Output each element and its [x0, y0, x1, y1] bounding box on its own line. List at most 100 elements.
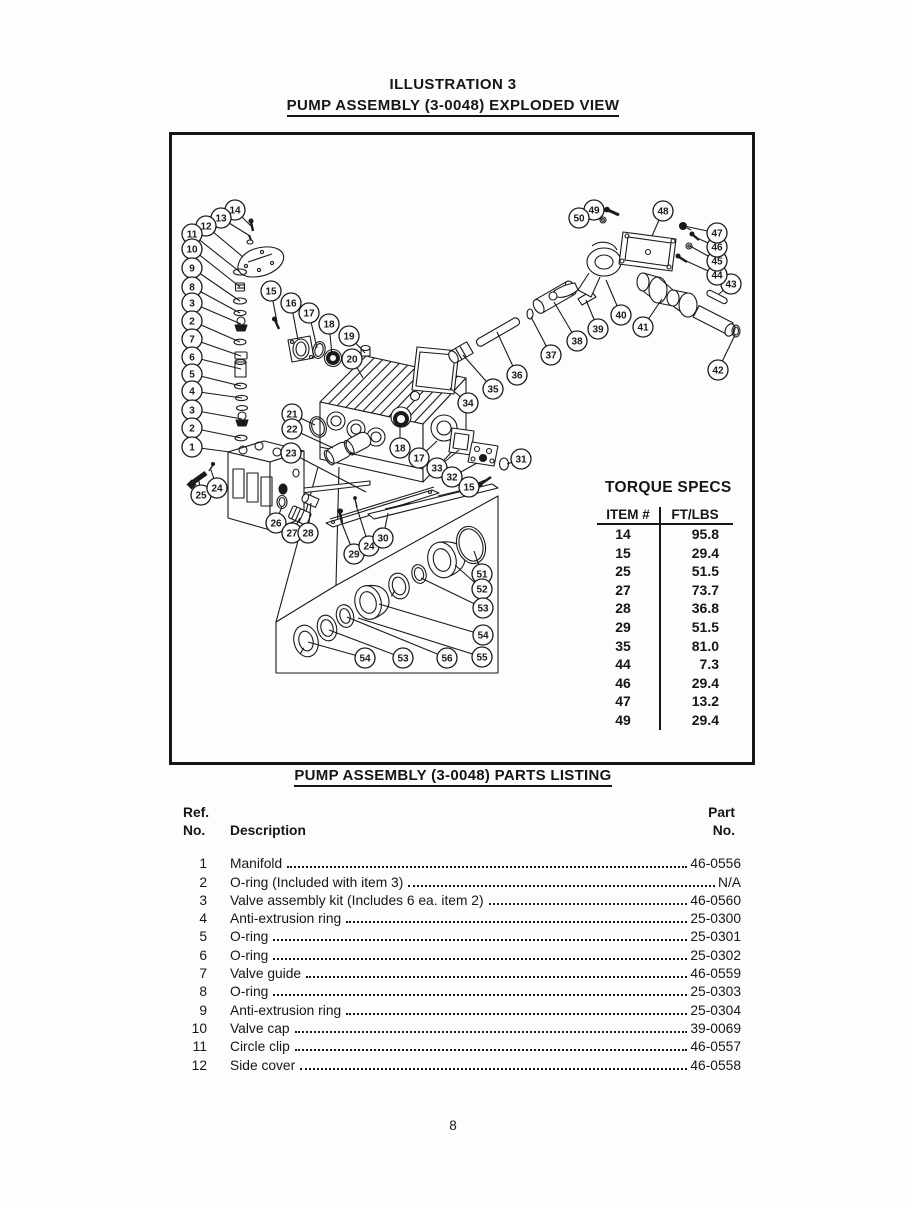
part-description: Valve cap: [230, 1020, 290, 1036]
dot-leader: [346, 921, 688, 924]
torque-item-number: 25: [597, 562, 661, 581]
part-number: 25-0303: [690, 984, 741, 1000]
balloon-number: 54: [477, 630, 489, 641]
balloon-10: 10: [182, 239, 202, 259]
balloon-circle: [472, 647, 492, 667]
balloon-2: 2: [182, 311, 202, 331]
balloon-4: 4: [182, 381, 202, 401]
torque-item-number: 28: [597, 599, 661, 618]
balloon-circle: [442, 467, 462, 487]
part-ref-number: 10: [191, 1020, 207, 1036]
balloon-number: 7: [189, 334, 195, 345]
fin-line: [329, 358, 375, 404]
dot-leader: [346, 1012, 688, 1015]
part-number: 25-0302: [690, 947, 741, 963]
rear-cover: [619, 232, 676, 271]
torque-specs-title: TORQUE SPECS: [605, 479, 732, 496]
balloon-number: 25: [195, 490, 207, 501]
dot-leader: [273, 994, 688, 997]
torque-col-ftlbs: FT/LBS: [661, 507, 733, 525]
balloon-1: 1: [182, 437, 202, 457]
torque-value: 51.5: [691, 563, 719, 580]
part-description: Valve assembly kit (Includes 6 ea. item …: [230, 892, 484, 908]
balloon-54: 54: [473, 625, 493, 645]
balloon-number: 41: [637, 322, 649, 333]
balloon-52: 52: [472, 579, 492, 599]
balloon-circle: [707, 223, 727, 243]
balloon-number: 52: [476, 584, 488, 595]
balloon-number: 3: [189, 405, 195, 416]
balloon-24: 24: [207, 478, 227, 498]
col-part-line1: Part: [708, 805, 735, 820]
balloon-7: 7: [182, 329, 202, 349]
balloon-17: 17: [299, 303, 319, 323]
part-number: 46-0556: [690, 856, 741, 872]
balloon-number: 53: [477, 603, 489, 614]
balloon-number: 47: [711, 228, 723, 239]
seal-cup-54: [351, 581, 393, 623]
balloon-number: 28: [302, 528, 314, 539]
leader-line: [358, 618, 482, 657]
balloon-18: 18: [319, 314, 339, 334]
torque-item-number: 15: [597, 543, 661, 563]
balloon-circle: [588, 319, 608, 339]
balloon-31: 31: [511, 449, 531, 469]
parts-listing-header-row2: No. Description No.: [183, 822, 741, 840]
leader-line: [329, 630, 403, 658]
rear-plate: [449, 428, 474, 455]
torque-item-number: 49: [597, 710, 661, 730]
balloon-number: 21: [286, 409, 298, 420]
balloon-36: 36: [507, 365, 527, 385]
balloon-circle: [282, 419, 302, 439]
torque-item-number: 27: [597, 580, 661, 600]
part-number: 46-0560: [690, 892, 741, 908]
leader-line: [421, 578, 483, 608]
balloon-number: 31: [515, 454, 527, 465]
part-number: 25-0301: [690, 929, 741, 945]
balloon-41: 41: [633, 317, 653, 337]
page-title: ILLUSTRATION 3 PUMP ASSEMBLY (3-0048) EX…: [0, 76, 906, 117]
part-ref-number: 8: [199, 984, 207, 1000]
balloon-circle: [473, 598, 493, 618]
balloon-25: 25: [191, 485, 211, 505]
balloon-2: 2: [182, 418, 202, 438]
balloon-56: 56: [437, 648, 457, 668]
balloon-19: 19: [339, 326, 359, 346]
balloon-circle: [511, 449, 531, 469]
part-number: N/A: [718, 874, 741, 890]
parts-row: 8 O-ring 25-0303: [183, 981, 741, 999]
illustration-title: PUMP ASSEMBLY (3-0048) EXPLODED VIEW: [286, 97, 620, 117]
balloon-16: 16: [281, 293, 301, 313]
exploded-view: 1413121110983276543211516171819202122232…: [169, 132, 755, 765]
torque-item-number: 29: [597, 617, 661, 637]
balloon-number: 13: [215, 213, 227, 224]
balloon-number: 32: [446, 472, 458, 483]
balloon-number: 46: [711, 242, 723, 253]
balloon-number: 6: [189, 352, 195, 363]
drain-plug-parts: [277, 493, 319, 526]
parts-listing-heading-text: PUMP ASSEMBLY (3-0048) PARTS LISTING: [294, 767, 612, 787]
torque-col-item: ITEM #: [597, 507, 661, 525]
part-number: 25-0304: [690, 1002, 741, 1018]
balloon-number: 45: [711, 256, 723, 267]
balloon-number: 56: [441, 653, 453, 664]
balloon-5: 5: [182, 364, 202, 384]
part-ref-number: 3: [199, 892, 207, 908]
torque-item-number: 14: [597, 525, 661, 544]
illustration-number: ILLUSTRATION 3: [389, 76, 517, 93]
part-ref-number: 2: [199, 874, 207, 890]
part-description: O-ring: [230, 984, 269, 1000]
balloon-circle: [342, 349, 362, 369]
balloon-circle: [569, 208, 589, 228]
dot-leader: [273, 939, 688, 942]
balloon-50: 50: [569, 208, 589, 228]
